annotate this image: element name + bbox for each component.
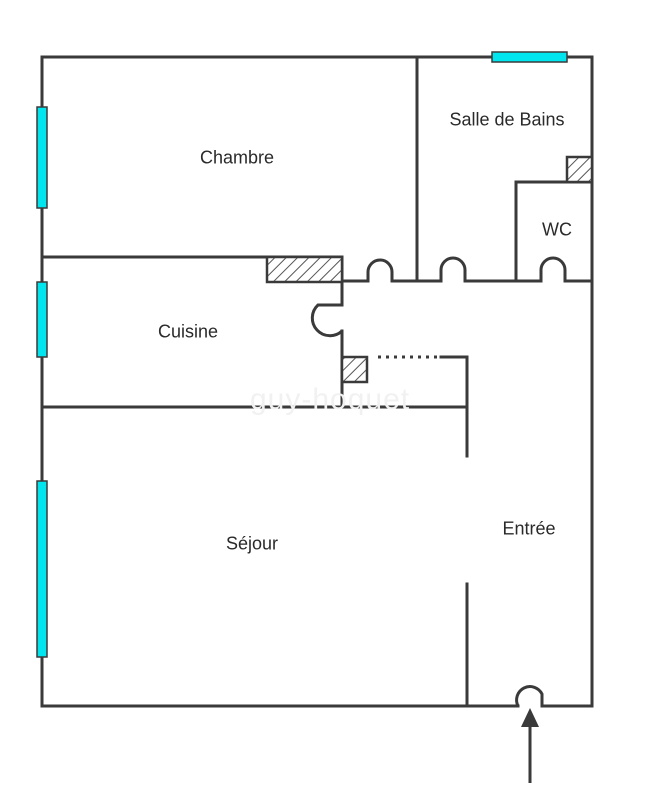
window-salle-de-bains bbox=[491, 51, 568, 63]
window-sejour bbox=[36, 480, 48, 658]
door-chambre bbox=[366, 258, 394, 281]
entry-arrow-icon bbox=[521, 708, 539, 783]
room-label-wc: WC bbox=[542, 219, 572, 240]
hatched-fixture-hall bbox=[340, 355, 369, 384]
room-label-sejour: Séjour bbox=[225, 533, 279, 554]
doors bbox=[310, 256, 567, 707]
interior-walls bbox=[40, 55, 594, 708]
room-label-entree: Entrée bbox=[502, 518, 556, 539]
fixtures bbox=[265, 155, 594, 384]
room-label-chambre: Chambre bbox=[199, 147, 275, 168]
window-chambre bbox=[36, 106, 48, 209]
door-wc bbox=[539, 256, 567, 281]
door-cuisine bbox=[310, 303, 344, 338]
room-label-cuisine: Cuisine bbox=[157, 321, 219, 342]
outer-walls bbox=[40, 55, 594, 708]
windows bbox=[36, 51, 568, 658]
watermark: guy-hoquet bbox=[250, 383, 411, 416]
hatched-fixture-salle-de-bains bbox=[565, 155, 594, 184]
door-entree bbox=[515, 685, 544, 707]
window-cuisine bbox=[36, 281, 48, 358]
room-label-salle-de-bains: Salle de Bains bbox=[449, 109, 565, 130]
hatched-counter-cuisine bbox=[265, 255, 344, 284]
door-salle-de-bains bbox=[439, 256, 467, 281]
